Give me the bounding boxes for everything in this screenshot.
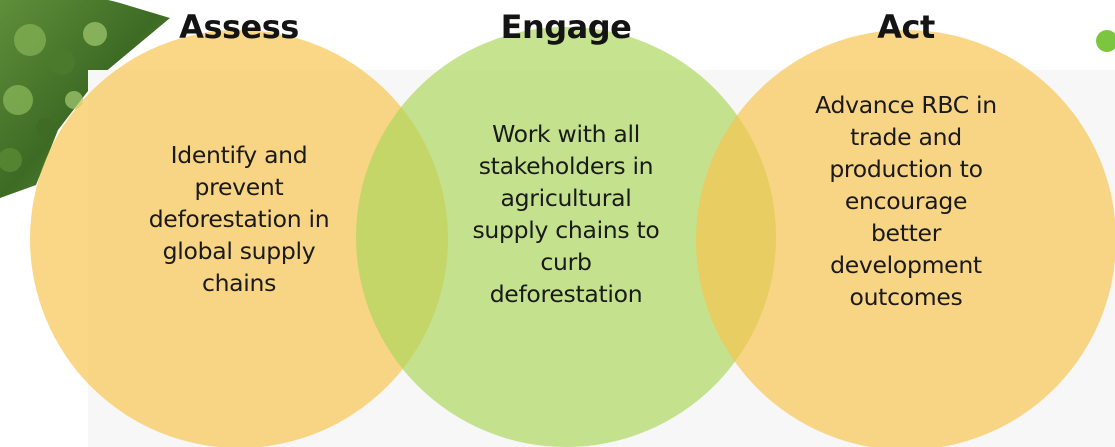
act-title: Act bbox=[877, 8, 935, 46]
engage-description: Work with all stakeholders in agricultur… bbox=[472, 120, 660, 308]
green-dot-icon bbox=[1096, 30, 1115, 52]
act-circle bbox=[696, 30, 1115, 447]
act-description: Advance RBC in trade and production to e… bbox=[815, 91, 997, 311]
engage-title: Engage bbox=[500, 8, 632, 46]
assess-description: Identify and prevent deforestation in gl… bbox=[148, 141, 330, 297]
assess-title: Assess bbox=[179, 8, 299, 46]
